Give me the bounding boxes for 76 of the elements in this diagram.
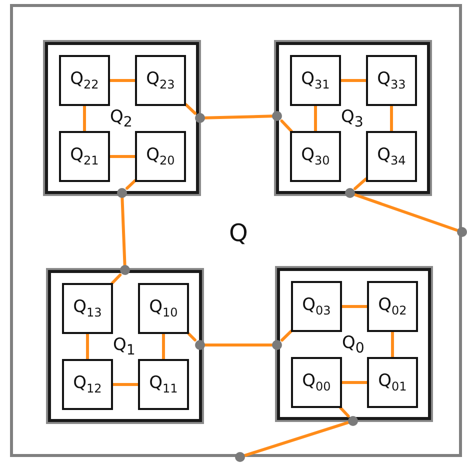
cell-box (291, 357, 342, 408)
cell-label: Q$_{11}$ (149, 373, 178, 396)
cell-box (135, 55, 186, 106)
cell-label: Q$_{00}$ (302, 371, 331, 394)
quadrant-box (277, 268, 431, 420)
junction-dot (117, 188, 127, 198)
cell-box (290, 131, 341, 182)
cell-label: Q$_{03}$ (302, 295, 331, 318)
connector-line (162, 332, 165, 360)
connector-line (354, 177, 368, 190)
connector-line (340, 79, 368, 82)
cell-box (59, 131, 110, 182)
connector-line (112, 383, 140, 386)
cell-label: Q$_{23}$ (146, 69, 175, 92)
junction-dot (272, 111, 282, 121)
connector-line (390, 104, 393, 132)
junction-dot (235, 452, 245, 462)
connector-line (314, 104, 317, 132)
quadrant-box (45, 42, 199, 194)
connector-line (108, 79, 136, 82)
connector-line (110, 274, 122, 284)
cell-label: Q$_{22}$ (70, 69, 99, 92)
connector-line (280, 330, 292, 342)
connector-line (244, 421, 350, 457)
cell-box (62, 359, 113, 410)
connector-line (204, 344, 274, 346)
junction-dot (195, 113, 205, 123)
cell-box (367, 281, 418, 332)
quadrant-box (276, 42, 430, 194)
connector-line (204, 114, 274, 120)
quadrant-label: Q$_{3}$ (341, 107, 364, 130)
cell-box (366, 131, 417, 182)
connector-line (83, 104, 86, 132)
quadrant-label: Q$_{0}$ (342, 333, 364, 356)
quadrant-label: Q$_{1}$ (113, 335, 136, 358)
cell-box (59, 55, 110, 106)
connector-line (339, 406, 350, 418)
connector-line (280, 120, 293, 132)
connector-line (108, 155, 136, 158)
connector-line (340, 305, 368, 308)
junction-dot (272, 340, 282, 350)
quadrant-label: Q$_{2}$ (110, 107, 132, 130)
outer-frame (10, 4, 462, 457)
cell-label: Q$_{12}$ (73, 373, 102, 396)
connector-line (184, 103, 196, 115)
cell-label: Q$_{10}$ (149, 297, 178, 320)
connector-line (391, 330, 394, 358)
cell-box (291, 281, 342, 332)
junction-dot (120, 265, 130, 275)
connector-line (340, 381, 368, 384)
cell-label: Q$_{02}$ (378, 295, 407, 318)
cell-label: Q$_{34}$ (377, 145, 406, 168)
connector-line (354, 193, 458, 232)
cell-box (138, 283, 189, 334)
cell-label: Q$_{13}$ (73, 297, 102, 320)
connector-line (86, 332, 89, 360)
cell-box (138, 359, 189, 410)
cell-label: Q$_{30}$ (301, 145, 330, 168)
cell-box (290, 55, 341, 106)
cell-label: Q$_{21}$ (70, 145, 99, 168)
cell-label: Q$_{33}$ (377, 69, 406, 92)
junction-dot (348, 416, 358, 426)
cell-box (135, 131, 186, 182)
connector-line (120, 196, 126, 266)
cell-box (62, 283, 113, 334)
connector-line (126, 179, 136, 190)
junction-dot (457, 227, 467, 237)
cell-label: Q$_{01}$ (378, 371, 407, 394)
frame-label: Q (229, 219, 248, 247)
connector-line (188, 332, 196, 342)
cell-label: Q$_{20}$ (146, 145, 175, 168)
cell-label: Q$_{31}$ (301, 69, 330, 92)
cell-box (367, 357, 418, 408)
quadrant-box (48, 270, 202, 422)
cell-box (366, 55, 417, 106)
junction-dot (345, 188, 355, 198)
